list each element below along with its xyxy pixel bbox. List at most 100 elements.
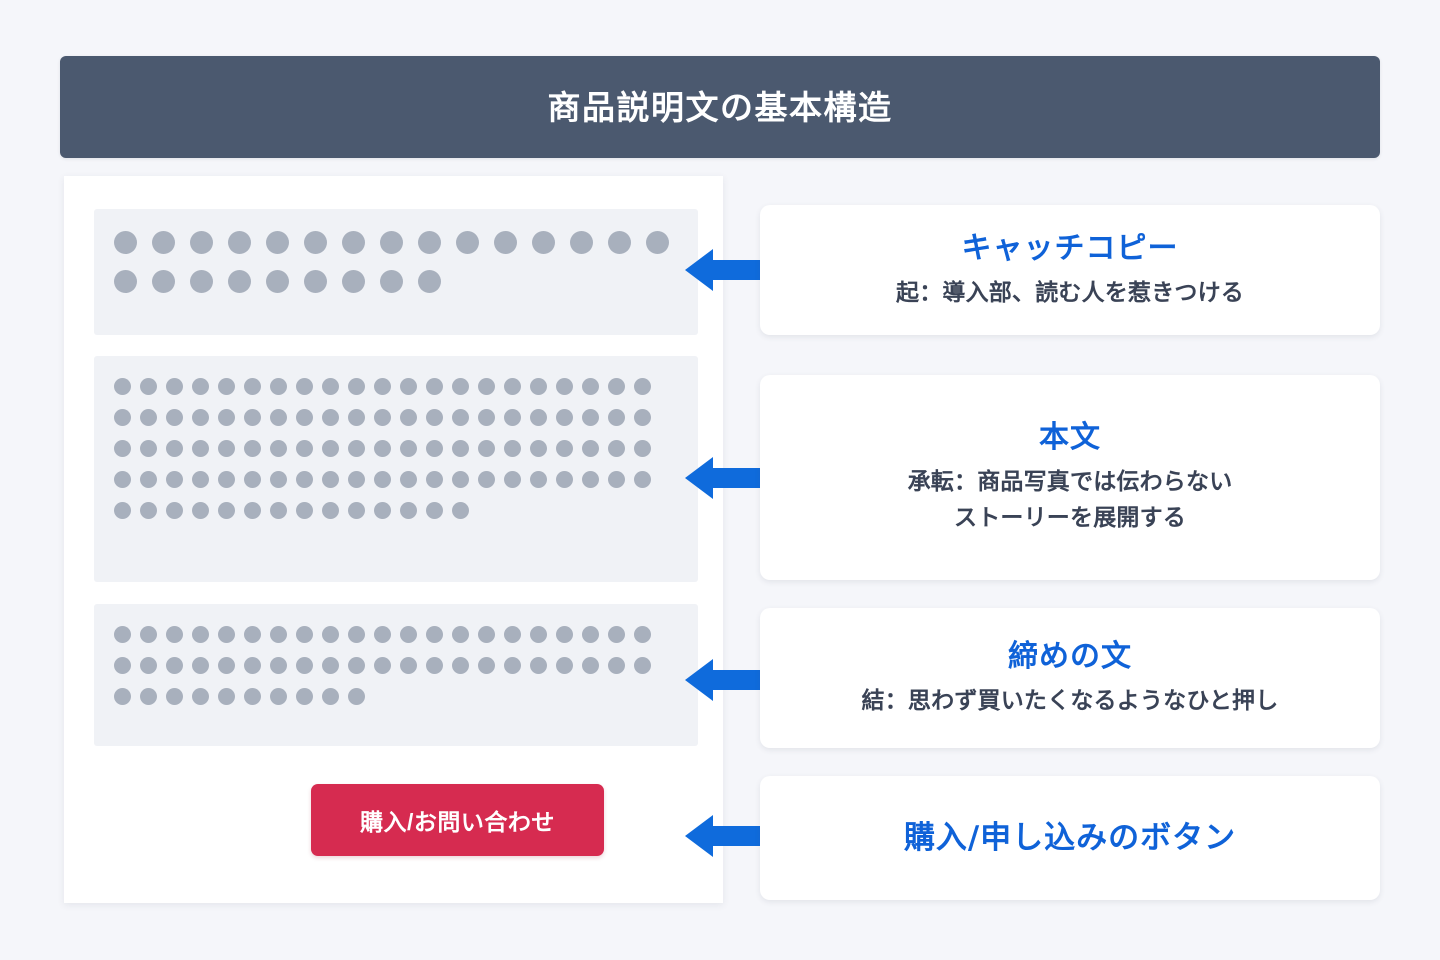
placeholder-dot bbox=[296, 657, 313, 674]
placeholder-dot bbox=[166, 409, 183, 426]
placeholder-dot bbox=[166, 626, 183, 643]
placeholder-dot bbox=[218, 471, 235, 488]
placeholder-dot bbox=[582, 440, 599, 457]
mock-product-page-panel: 購入/お問い合わせ bbox=[64, 176, 723, 903]
placeholder-dot bbox=[166, 378, 183, 395]
callout-subtitle-line-1: 結：思わず買いたくなるようなひと押し bbox=[861, 687, 1279, 714]
placeholder-dot bbox=[418, 231, 441, 254]
placeholder-dot bbox=[166, 657, 183, 674]
placeholder-dot bbox=[218, 657, 235, 674]
placeholder-dot bbox=[218, 626, 235, 643]
placeholder-dot bbox=[114, 502, 131, 519]
placeholder-dot bbox=[374, 626, 391, 643]
placeholder-dot bbox=[452, 471, 469, 488]
placeholder-dot bbox=[400, 409, 417, 426]
placeholder-dot bbox=[166, 471, 183, 488]
placeholder-dot bbox=[244, 657, 261, 674]
placeholder-dot bbox=[426, 471, 443, 488]
placeholder-dot bbox=[244, 409, 261, 426]
placeholder-dot bbox=[296, 626, 313, 643]
placeholder-dot bbox=[608, 440, 625, 457]
placeholder-dot bbox=[166, 502, 183, 519]
placeholder-dot bbox=[296, 378, 313, 395]
placeholder-dot bbox=[270, 378, 287, 395]
placeholder-dot bbox=[348, 502, 365, 519]
placeholder-dot bbox=[140, 626, 157, 643]
placeholder-dot bbox=[140, 440, 157, 457]
placeholder-dot bbox=[570, 231, 593, 254]
placeholder-dot bbox=[608, 231, 631, 254]
callout-subtitle-line-1: 承転：商品写真では伝わらない bbox=[907, 469, 1233, 496]
placeholder-dot-row bbox=[114, 440, 678, 457]
callout-title: 締めの文 bbox=[1008, 638, 1132, 674]
placeholder-dot bbox=[452, 378, 469, 395]
callout-title: 購入/申し込みのボタン bbox=[903, 819, 1237, 856]
placeholder-dot bbox=[478, 440, 495, 457]
placeholder-dot bbox=[582, 657, 599, 674]
placeholder-dot bbox=[478, 626, 495, 643]
placeholder-dot bbox=[270, 471, 287, 488]
placeholder-dot bbox=[452, 502, 469, 519]
placeholder-dot bbox=[532, 231, 555, 254]
placeholder-dot bbox=[228, 270, 251, 293]
placeholder-dot bbox=[426, 378, 443, 395]
placeholder-dot bbox=[322, 440, 339, 457]
body-placeholder bbox=[94, 356, 698, 582]
placeholder-dot bbox=[556, 626, 573, 643]
callout-card-body-text: 本文 承転：商品写真では伝わらない ストーリーを展開する bbox=[760, 375, 1380, 580]
placeholder-dot bbox=[140, 688, 157, 705]
placeholder-dot bbox=[296, 440, 313, 457]
placeholder-dot bbox=[270, 502, 287, 519]
placeholder-dot bbox=[504, 471, 521, 488]
placeholder-dot bbox=[380, 231, 403, 254]
placeholder-dot bbox=[140, 471, 157, 488]
placeholder-dot bbox=[504, 409, 521, 426]
placeholder-dot bbox=[504, 626, 521, 643]
placeholder-dot bbox=[456, 231, 479, 254]
placeholder-dot bbox=[114, 409, 131, 426]
placeholder-dot bbox=[244, 471, 261, 488]
placeholder-dot bbox=[634, 471, 651, 488]
placeholder-dot bbox=[166, 440, 183, 457]
placeholder-dot bbox=[304, 270, 327, 293]
placeholder-dot bbox=[140, 502, 157, 519]
placeholder-dot bbox=[348, 471, 365, 488]
placeholder-dot bbox=[296, 502, 313, 519]
callout-card-cta-button: 購入/申し込みのボタン bbox=[760, 776, 1380, 900]
placeholder-dot bbox=[190, 270, 213, 293]
placeholder-dot bbox=[140, 409, 157, 426]
placeholder-dot bbox=[114, 471, 131, 488]
placeholder-dot bbox=[478, 378, 495, 395]
placeholder-dot-row bbox=[114, 409, 678, 426]
placeholder-dot bbox=[426, 440, 443, 457]
placeholder-dot bbox=[348, 409, 365, 426]
placeholder-dot bbox=[270, 657, 287, 674]
placeholder-dot bbox=[582, 409, 599, 426]
callout-card-catch-copy: キャッチコピー 起：導入部、読む人を惹きつける bbox=[760, 205, 1380, 335]
placeholder-dot-row bbox=[114, 270, 678, 293]
placeholder-dot-row bbox=[114, 688, 678, 705]
placeholder-dot-row bbox=[114, 502, 678, 519]
placeholder-dot bbox=[304, 231, 327, 254]
placeholder-dot bbox=[348, 626, 365, 643]
purchase-inquiry-button-label: 購入/お問い合わせ bbox=[360, 809, 555, 835]
placeholder-dot bbox=[348, 657, 365, 674]
placeholder-dot bbox=[114, 626, 131, 643]
callout-title: キャッチコピー bbox=[961, 230, 1179, 266]
placeholder-dot bbox=[374, 502, 391, 519]
purchase-inquiry-button[interactable]: 購入/お問い合わせ bbox=[311, 784, 604, 856]
placeholder-dot bbox=[374, 409, 391, 426]
placeholder-dot bbox=[374, 471, 391, 488]
placeholder-dot bbox=[244, 502, 261, 519]
placeholder-dot bbox=[556, 471, 573, 488]
placeholder-dot bbox=[530, 471, 547, 488]
placeholder-dot bbox=[530, 378, 547, 395]
placeholder-dot bbox=[322, 626, 339, 643]
placeholder-dot bbox=[530, 440, 547, 457]
callout-card-closing-text: 締めの文 結：思わず買いたくなるようなひと押し bbox=[760, 608, 1380, 748]
placeholder-dot bbox=[114, 231, 137, 254]
placeholder-dot bbox=[608, 626, 625, 643]
placeholder-dot bbox=[582, 626, 599, 643]
callout-subtitle: 承転：商品写真では伝わらない ストーリーを展開する bbox=[908, 465, 1233, 536]
placeholder-dot-row bbox=[114, 471, 678, 488]
